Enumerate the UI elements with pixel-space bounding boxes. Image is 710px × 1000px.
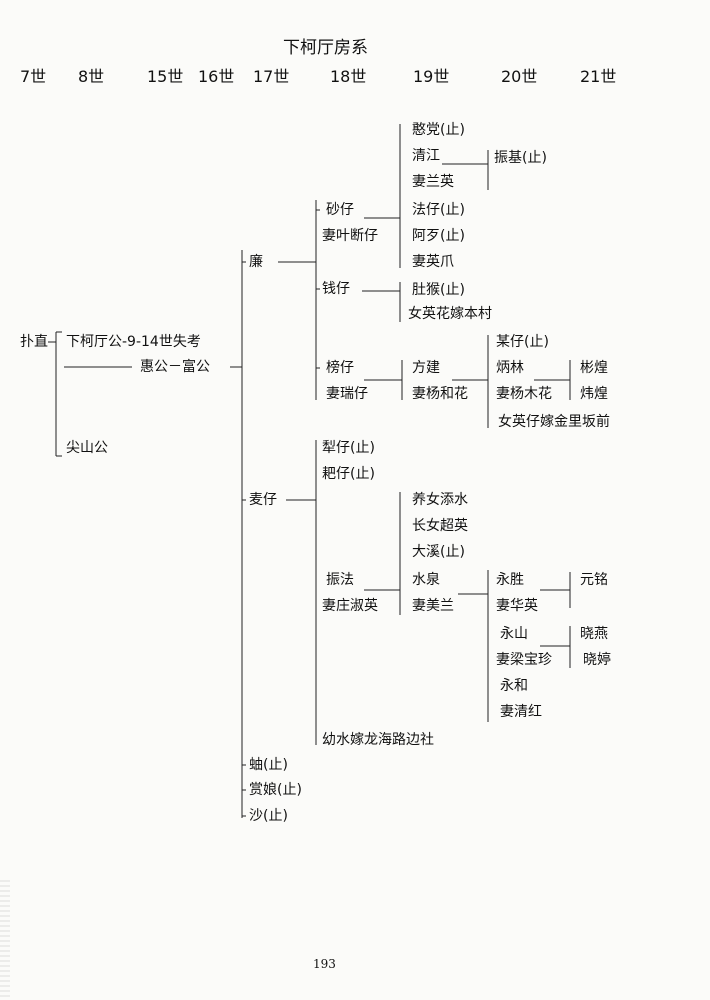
node-qianzai: 钱仔 [322,281,350,297]
node-zhenji: 振基(止) [494,150,547,166]
node-youshui: 幼水嫁龙海路边社 [322,732,434,748]
node-sha-wife2: 妻英爪 [412,254,454,270]
generation-header-15: 15世 [147,67,184,86]
node-yuanming: 元铭 [580,572,608,588]
node-adai: 阿歹(止) [412,228,465,244]
generation-header-21: 21世 [580,67,617,86]
node-yongshan-wife: 妻梁宝珍 [496,652,552,668]
node-zhenfa: 振法 [326,572,354,588]
node-shazai-wife: 妻叶断仔 [322,228,378,244]
node-jun: 蚰(止) [249,757,288,773]
generation-header-18: 18世 [330,67,367,86]
generation-header-19: 19世 [413,67,450,86]
node-maizai: 麦仔 [249,492,277,508]
node-lian: 廉 [249,254,263,270]
node-yinghua: 女英花嫁本村 [408,306,492,322]
node-huifu: 惠公－富公 [140,359,210,375]
node-yonghe: 永和 [500,678,528,694]
node-mouzai: 某仔(止) [496,334,549,350]
node-bazai: 耙仔(止) [322,466,375,482]
node-yongsheng-wife: 妻华英 [496,598,538,614]
page-number: 193 [313,957,336,971]
node-qingjiang: 清江 [412,148,440,164]
node-yingzai: 女英仔嫁金里坂前 [498,414,610,430]
node-duhou: 肚猴(止) [412,282,465,298]
node-shuiquan-wife: 妻美兰 [412,598,454,614]
node-handang: 憨党(止) [412,122,465,138]
generation-header-7: 7世 [20,67,47,86]
node-fangjian-wife: 妻杨和花 [412,386,468,402]
generation-header-20: 20世 [501,67,538,86]
node-binhuang: 彬煌 [580,360,608,376]
node-daxi: 大溪(止) [412,544,465,560]
node-lizai: 犁仔(止) [322,440,375,456]
node-xiakt: 下柯厅公-9-14世失考 [66,334,201,350]
generation-header-8: 8世 [78,67,105,86]
node-binglin: 炳林 [496,360,524,376]
page-title: 下柯厅房系 [283,38,368,58]
node-changnv: 长女超英 [412,518,468,534]
node-weihuang: 炜煌 [580,386,608,402]
node-binglin-wife: 妻杨木花 [496,386,552,402]
node-sha: 沙(止) [249,808,288,824]
node-zhenfa-wife: 妻庄淑英 [322,598,378,614]
node-shazai: 砂仔 [326,202,354,218]
generation-header-17: 17世 [253,67,290,86]
node-shangniang: 赏娘(止) [249,782,302,798]
node-fangjian: 方建 [412,360,440,376]
node-xiaoting: 晓婷 [583,652,611,668]
generation-header-16: 16世 [198,67,235,86]
node-yonghe-wife: 妻清红 [500,704,542,720]
node-xiaoyan: 晓燕 [580,626,608,642]
node-bangzai-wife: 妻瑞仔 [326,386,368,402]
scan-edge-noise [0,880,10,1000]
node-qingjiang-wife: 妻兰英 [412,174,454,190]
node-yangnv: 养女添水 [412,492,468,508]
node-yongshan: 永山 [500,626,528,642]
node-jianshan: 尖山公 [66,440,108,456]
node-bangzai: 榜仔 [326,360,354,376]
node-fazai: 法仔(止) [412,202,465,218]
node-shuiquan: 水泉 [412,572,440,588]
node-yongsheng: 永胜 [496,572,524,588]
node-puzhi: 扑直 [20,334,48,350]
